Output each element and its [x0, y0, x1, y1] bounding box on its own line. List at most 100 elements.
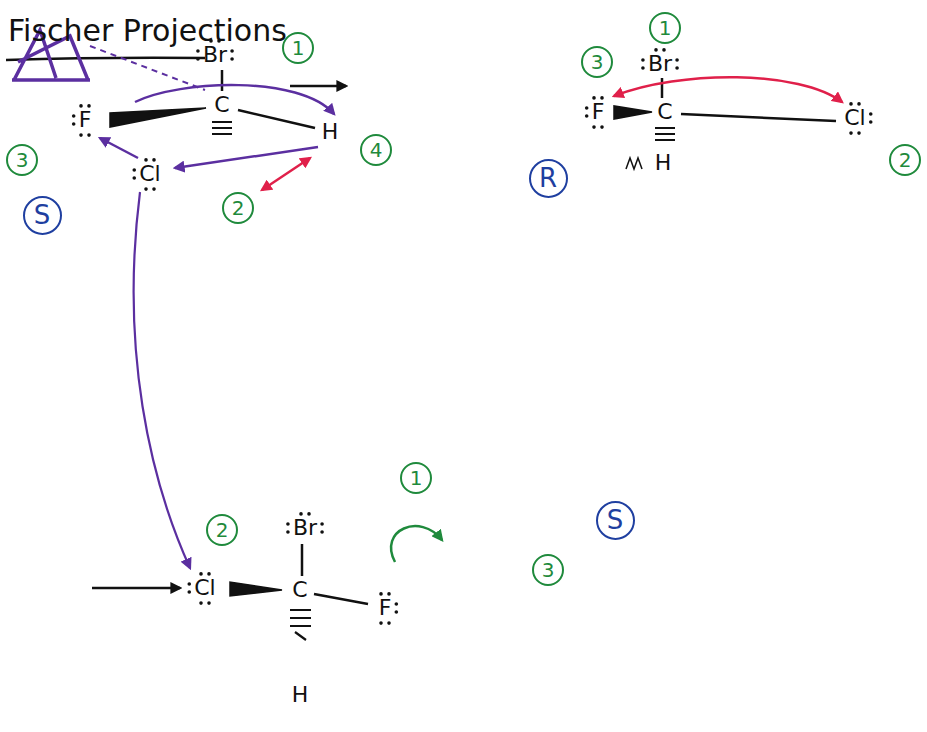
atom-label: Cl	[139, 162, 160, 186]
rotation-arrow	[175, 147, 318, 168]
wedge-bond	[230, 582, 282, 596]
priority-circle: 2	[222, 192, 254, 224]
scribble	[626, 158, 642, 169]
lone-pair-dot	[849, 131, 853, 135]
lone-pairs	[72, 39, 873, 625]
wedge-bond	[110, 108, 206, 127]
atom-label: F	[379, 596, 392, 620]
lone-pair-dot	[675, 58, 679, 62]
atom-label: Cl	[844, 106, 865, 130]
lone-pair-dot	[187, 582, 191, 586]
lone-pair-dot	[87, 133, 91, 137]
callout-number: R	[539, 164, 557, 193]
atom-label: Cl	[194, 576, 215, 600]
configuration-circle: S	[23, 196, 62, 235]
lone-pair-dot	[675, 66, 679, 70]
atom-label: C	[657, 100, 672, 124]
bond	[301, 544, 304, 576]
callout-number: 1	[292, 37, 305, 59]
atom-label: Br	[203, 43, 227, 67]
atom-label: H	[322, 120, 339, 144]
atom-label: H	[292, 683, 309, 707]
priority-circle: 1	[282, 32, 314, 64]
lone-pair-dot	[187, 590, 191, 594]
lone-pair-dot	[320, 522, 324, 526]
priority-circle: 1	[400, 462, 432, 494]
atom-label: Br	[293, 516, 317, 540]
atom-label: Br	[648, 52, 672, 76]
atom-label: C	[292, 578, 307, 602]
atom-label: H	[655, 151, 672, 175]
callout-number: S	[607, 506, 624, 535]
lone-pair-dot	[230, 57, 234, 61]
lone-pair-dot	[132, 176, 136, 180]
atom-label: C	[214, 93, 229, 117]
lone-pair-dot	[79, 133, 83, 137]
lone-pair-dot	[286, 522, 290, 526]
priority-circle: 3	[581, 46, 613, 78]
bond	[661, 78, 664, 98]
lone-pair-dot	[585, 114, 589, 118]
lone-pair-dot	[869, 112, 873, 116]
lone-pair-dot	[585, 106, 589, 110]
priority-circle: 1	[649, 12, 681, 44]
lone-pair-dot	[72, 114, 76, 118]
lone-pair-dot	[641, 58, 645, 62]
bond	[681, 114, 836, 121]
lone-pair-dot	[320, 530, 324, 534]
bond	[238, 110, 315, 128]
priority-circle: 2	[889, 144, 921, 176]
atom-label: F	[592, 100, 605, 124]
lone-pair-dot	[395, 602, 399, 606]
lone-pair-dot	[207, 601, 211, 605]
configuration-circle: R	[529, 159, 568, 198]
lone-pair-dot	[395, 610, 399, 614]
hash-bond	[655, 128, 675, 140]
rotation-arrow	[135, 85, 334, 114]
lone-pair-dot	[379, 621, 383, 625]
callout-number: 4	[370, 139, 383, 161]
lone-pair-dot	[592, 125, 596, 129]
lone-pair-dot	[196, 49, 200, 53]
lone-pair-dot	[286, 530, 290, 534]
view-line	[90, 46, 205, 90]
lone-pair-dot	[144, 187, 148, 191]
callout-number: 2	[216, 519, 229, 541]
lone-pair-dot	[600, 125, 604, 129]
lone-pair-dot	[869, 120, 873, 124]
callout-number: 3	[542, 559, 555, 581]
callout-number: 2	[232, 197, 245, 219]
rotation-arrow	[100, 138, 138, 158]
lone-pair-dot	[857, 131, 861, 135]
priority-circle: 3	[532, 554, 564, 586]
lone-pair-dot	[641, 66, 645, 70]
callout-number: 3	[16, 149, 29, 171]
configuration-circle: S	[596, 501, 635, 540]
lone-pair-dot	[230, 49, 234, 53]
callout-number: 1	[659, 17, 672, 39]
swap-arrow	[262, 158, 310, 190]
bond	[221, 70, 224, 91]
wedge-bond	[614, 106, 652, 119]
lone-pair-dot	[199, 601, 203, 605]
callout-number: S	[34, 201, 51, 230]
direction-arrow	[391, 526, 442, 562]
swap-arrow	[614, 77, 842, 102]
bond	[314, 594, 368, 604]
lone-pair-dot	[152, 187, 156, 191]
reaction-arrow	[92, 587, 180, 590]
priority-circle: 4	[360, 134, 392, 166]
priority-circle: 2	[206, 514, 238, 546]
hash-bond	[212, 122, 232, 134]
callout-number: 1	[410, 467, 423, 489]
title-underline	[6, 58, 205, 60]
hash-bond	[290, 610, 311, 640]
lone-pair-dot	[387, 621, 391, 625]
priority-circle: 3	[6, 144, 38, 176]
title: Fischer Projections	[8, 14, 287, 47]
rotation-arrow	[134, 192, 190, 568]
lone-pair-dot	[196, 57, 200, 61]
callout-number: 2	[899, 149, 912, 171]
lone-pair-dot	[132, 168, 136, 172]
